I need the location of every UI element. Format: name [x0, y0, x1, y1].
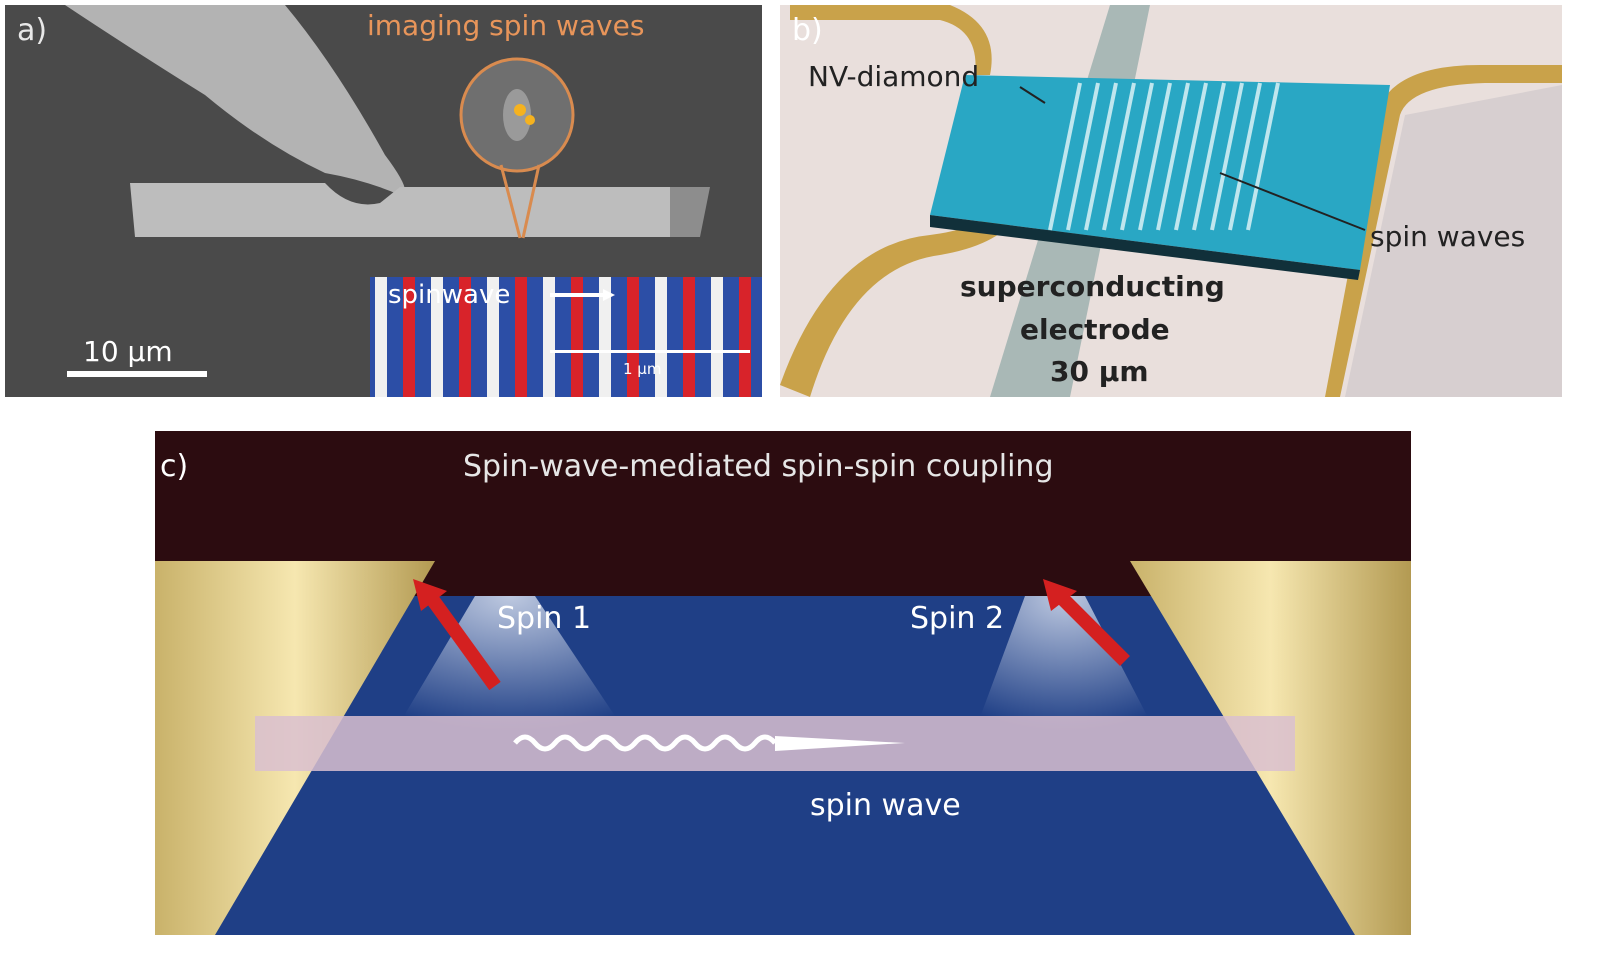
nv-spin-icon [514, 104, 526, 116]
panel-title: Spin-wave-mediated spin-spin coupling [463, 449, 1054, 484]
spinwave-stripe [375, 277, 387, 397]
panel-label: b) [792, 13, 823, 48]
spin1-arrow [424, 591, 501, 691]
afm-tip-shank [65, 5, 405, 195]
panel-c-schematic: c) Spin-wave-mediated spin-spin coupling… [155, 431, 1411, 935]
electrode-label: electrode [1020, 313, 1170, 346]
spinwave-inset [370, 277, 762, 397]
spin-wave-line [1120, 82, 1154, 231]
nv-diamond-slab [930, 75, 1390, 270]
spin-wave-line [1228, 82, 1262, 231]
electrode-width-label: 30 µm [1050, 355, 1149, 388]
spinwave-stripe [459, 277, 471, 397]
coupling-schematic [155, 561, 1411, 935]
spinwave-stripe [571, 277, 583, 397]
spin1-cone [395, 596, 625, 731]
spin-wave-line [1174, 82, 1208, 231]
panel-label: a) [17, 13, 48, 48]
diamond-label: NV-diamond [808, 60, 980, 93]
spin-wave-line [1084, 82, 1118, 231]
cantilever-end [670, 187, 710, 237]
device-illustration [780, 5, 1562, 397]
spin-wave-line [1102, 82, 1136, 231]
spin-wave-label: spin wave [810, 788, 961, 823]
spinwave-stripe [627, 277, 639, 397]
spin-wave-line [1246, 82, 1280, 231]
panel-title: imaging spin waves [367, 9, 645, 42]
spin2-cone [975, 596, 1155, 731]
scale-bar [67, 371, 207, 377]
inset-scale-label: 1 µm [623, 360, 662, 378]
spinwave-stripe [543, 277, 555, 397]
spinwave-stripe [431, 277, 443, 397]
spin-wave-line [1138, 82, 1172, 231]
spinwave-stripe [711, 277, 723, 397]
spin-wave-line [1156, 82, 1190, 231]
panel-a-sem-image: a) imaging spin waves 10 µm spinwave 1 µ… [5, 5, 762, 397]
scale-bar-label: 10 µm [83, 335, 173, 368]
spinwave-stripe [403, 277, 415, 397]
spin-wave-line [1210, 82, 1244, 231]
spin2-arrow [1055, 591, 1130, 666]
electrode-label: superconducting [960, 270, 1225, 303]
cantilever [130, 183, 670, 237]
gold-electrode-right [1325, 65, 1562, 397]
spin-wave-squiggle [513, 734, 777, 752]
arrow-right-icon [775, 736, 905, 751]
spinwave-stripe [487, 277, 499, 397]
spin-wave-line [1048, 82, 1082, 231]
spin-wave-line [1066, 82, 1100, 231]
spin-waves-label: spin waves [1370, 220, 1526, 253]
spinwave-stripe [599, 277, 611, 397]
spin2-label: Spin 2 [910, 601, 1005, 636]
panel-b-device-render: b) NV-diamond spin waves superconducting… [780, 5, 1562, 397]
spin1-label: Spin 1 [497, 601, 592, 636]
panel-label: c) [160, 449, 189, 484]
spinwave-stripe [515, 277, 527, 397]
spinwave-stripe [683, 277, 695, 397]
spin-wave-line [1192, 82, 1226, 231]
spinwave-stripe [739, 277, 751, 397]
inset-label: spinwave [388, 280, 511, 310]
sem-illustration [65, 5, 762, 397]
spinwave-stripe [655, 277, 667, 397]
arrow-right-icon [603, 289, 615, 301]
